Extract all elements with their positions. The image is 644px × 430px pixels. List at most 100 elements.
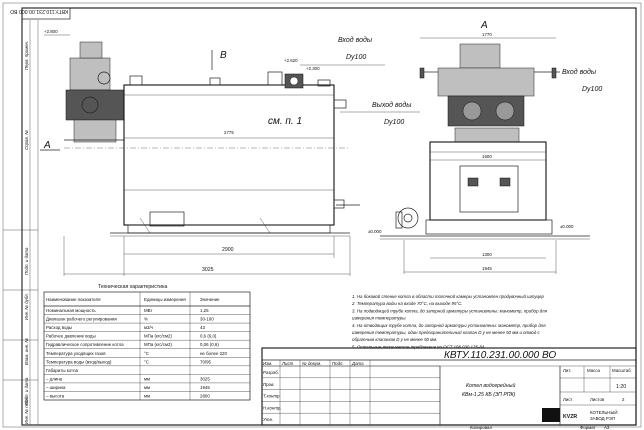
tech-row-units: °С xyxy=(144,359,149,364)
level-top: +2.800 xyxy=(44,29,58,34)
dim-front-mid: 1600 xyxy=(482,154,492,159)
tb-role-label: Пров. xyxy=(263,382,275,387)
tb-format-value: А3 xyxy=(604,425,610,430)
outer-frame xyxy=(21,7,637,426)
note-line: 1. На боковой стенке котла в области топ… xyxy=(352,294,544,299)
note-line: 5. Остальные технические требования по О… xyxy=(352,344,485,349)
tb-product-1: Котел водогрейный xyxy=(466,382,515,389)
strip-podp-data-2: Подп. и дата xyxy=(24,377,29,405)
company-name-1: КОТЕЛЬНЫЙ xyxy=(590,410,618,415)
tech-row-name: Температура воды (вход/выход) xyxy=(46,359,112,364)
tech-row-name: Расход воды xyxy=(46,325,72,330)
boiler-body xyxy=(123,84,335,226)
tech-row-name: Гидравлическое сопротивление котла xyxy=(46,342,124,347)
water-in-label-side: Вход воды xyxy=(338,36,373,44)
tech-row-units: МПа (кгс/см2) xyxy=(144,334,172,339)
front-view: А 1770 ±0.000 1600 1300 xyxy=(380,20,602,274)
tech-header-name: Наименование показателя xyxy=(46,297,101,302)
tech-row-units: МВт xyxy=(144,308,152,313)
tb-product-2: КВм-1,25 КБ (ЗП РПК) xyxy=(462,392,516,398)
strip-podp-data-1: Подп. и дата xyxy=(24,247,29,275)
tech-row-name: – высота xyxy=(46,394,65,399)
zero-mark-front: ±0.000 xyxy=(560,224,574,229)
tech-row-value: 70/95 xyxy=(200,359,212,364)
tb-list: Лист xyxy=(563,397,573,402)
dim-front-base: 1300 xyxy=(482,252,492,257)
tb-listov: Листов xyxy=(590,397,605,402)
level-low: +2.300 xyxy=(306,66,320,71)
note-line: измерения температуры. xyxy=(352,316,407,321)
tech-row-value: 1945 xyxy=(200,385,210,390)
tech-row-value: 0,06 (0,6) xyxy=(200,342,219,347)
tb-listov-value: 2 xyxy=(622,397,625,402)
tb-role-label: Разраб. xyxy=(263,370,279,375)
tb-header-label: № докум. xyxy=(302,361,321,366)
tb-massa: Масса xyxy=(587,368,601,373)
tech-row-name: Диапазон рабочего регулирования xyxy=(46,317,117,322)
zero-mark-side: ±0.000 xyxy=(368,229,382,234)
company-name-2: ЗАВОД РЭП xyxy=(590,416,615,421)
level-mid: +2.620 xyxy=(284,58,298,63)
note-line: 4. На отводящих трубе котла, до запорной… xyxy=(352,323,546,328)
company-logo: KVZR xyxy=(563,414,577,420)
tb-header-label: Подп. xyxy=(332,361,344,366)
dim-front-top: 1770 xyxy=(482,32,492,37)
tech-row-units: мм xyxy=(144,385,150,390)
notes-block: 1. На боковой стенке котла в области топ… xyxy=(351,294,548,349)
tech-row-units: °С xyxy=(144,351,149,356)
burner-assembly xyxy=(64,41,125,143)
tech-row-units: мм xyxy=(144,376,150,381)
strip-inv-podl: Инв. № подл. xyxy=(24,397,29,424)
tech-row-name: Температура уходящих газов xyxy=(46,351,106,356)
note-line: измерения температуры, один предохраните… xyxy=(352,330,540,335)
tech-row-value: 1,25 xyxy=(200,308,209,313)
tb-header-label: Лист xyxy=(281,361,294,366)
tech-header-value: Значение xyxy=(200,297,220,302)
tb-role-label: Н.контр. xyxy=(263,405,282,410)
dim-inner: 2775 xyxy=(224,130,234,135)
dim-body: 2900 xyxy=(222,247,234,253)
tb-role-label: Утв. xyxy=(263,417,273,422)
water-in-dy-front: Dy100 xyxy=(582,86,602,93)
tech-row-value: 2800 xyxy=(200,394,210,399)
tech-row-units: МПа (кгс/см2) xyxy=(144,342,172,347)
strip-perv-prim: Перв. примен. xyxy=(24,41,29,70)
note-line: 3. На подводящей трубе котла, до запорно… xyxy=(352,308,548,313)
tech-row-units: м3/ч xyxy=(144,325,153,330)
tb-lit: Лит. xyxy=(563,368,571,373)
front-door xyxy=(459,165,519,213)
tech-row-value: 30-100 xyxy=(200,317,214,322)
tech-row-name: Рабочее давление воды xyxy=(46,334,96,339)
strip-inv-dubl: Инв. № дубл. xyxy=(24,293,29,320)
tb-header-label: Изм. xyxy=(263,361,272,366)
tb-scale: 1:20 xyxy=(616,384,626,390)
strip-vzam-inv: Взам. инв. № xyxy=(24,338,29,365)
front-burner-body xyxy=(437,67,535,97)
tech-table: Техническая характеристика Наименование … xyxy=(43,284,251,401)
tech-row-name: – ширина xyxy=(46,385,66,390)
tech-row-name: Номинальная мощность xyxy=(46,308,96,313)
tech-row-name: – длина xyxy=(46,376,63,381)
company-logo-mark xyxy=(542,408,560,422)
tech-row-value: 43 xyxy=(200,325,205,330)
water-in-label-front: Вход воды xyxy=(562,68,597,76)
view-label-B: В xyxy=(220,50,227,61)
front-view-title: А xyxy=(480,20,488,31)
tb-header-label: Дата xyxy=(351,361,364,366)
strip-sprav: Справ. № xyxy=(24,130,29,150)
tb-code: КВТУ.110.231.00.000 ВО xyxy=(444,350,556,361)
see-note-1: см. п. 1 xyxy=(268,116,302,127)
side-strip: Перв. примен. Справ. № Подп. и дата Инв.… xyxy=(3,8,39,425)
water-out-label-side: Выход воды xyxy=(372,101,412,109)
tb-kopiroval: Копировал xyxy=(470,425,492,430)
tech-row-name: Габариты котла xyxy=(46,368,79,373)
tech-row-units: % xyxy=(144,317,148,322)
tech-header-units: Единицы измерения xyxy=(144,297,186,302)
dim-total-side: 3025 xyxy=(202,267,214,273)
tech-row-value: не более 220 xyxy=(200,351,227,356)
tech-table-title: Техническая характеристика xyxy=(98,284,167,290)
tb-role-label: Т.контр. xyxy=(263,394,281,399)
